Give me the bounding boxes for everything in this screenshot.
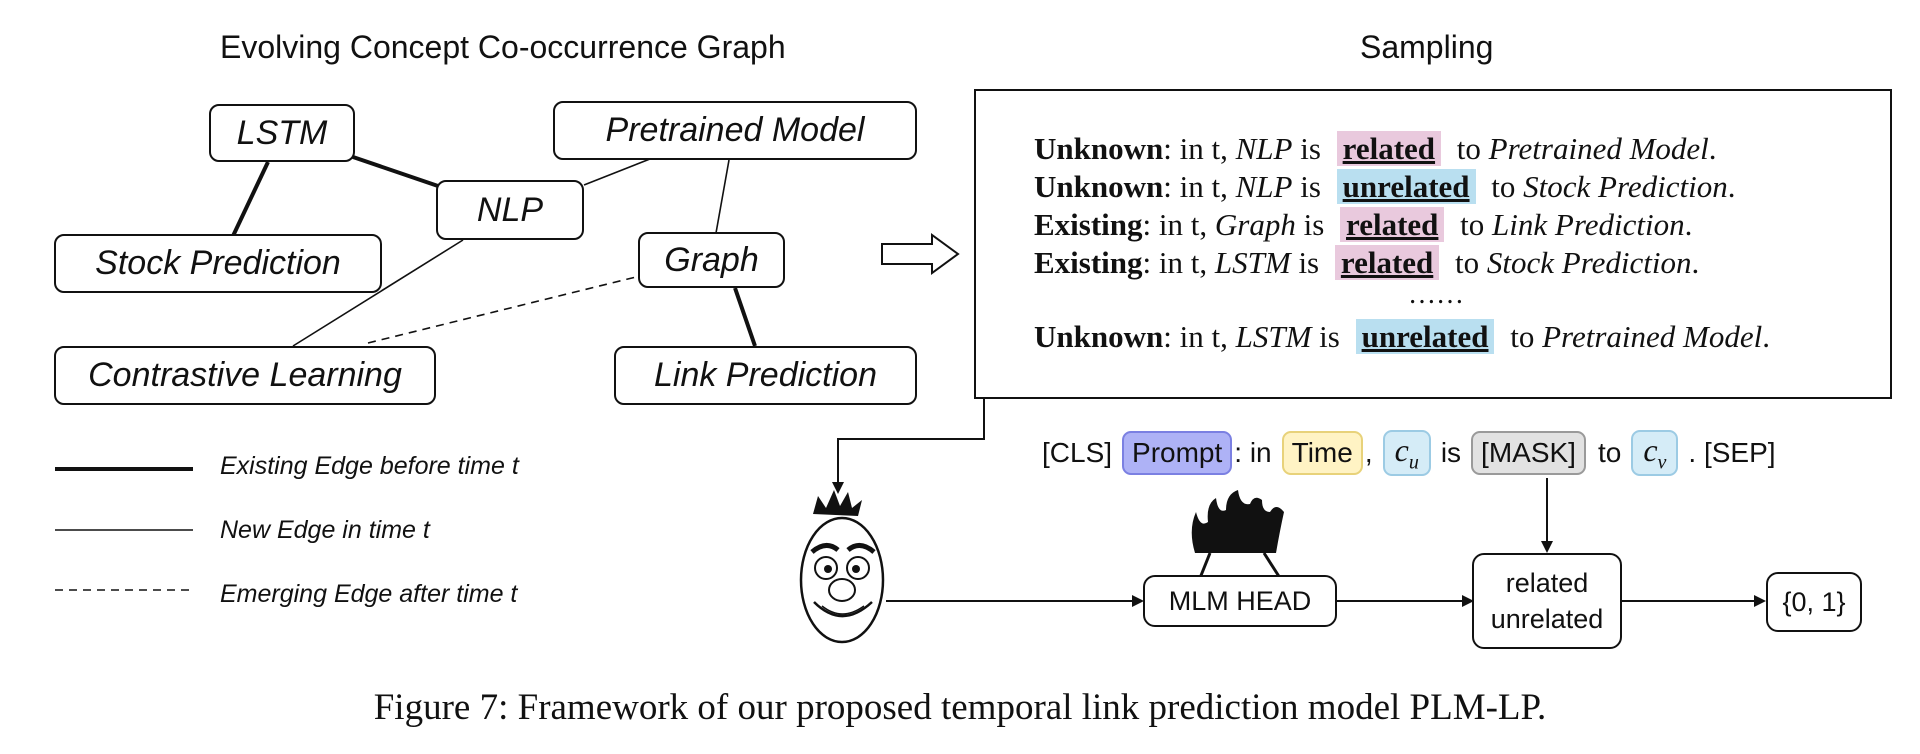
concept-u-chip: cu	[1382, 429, 1431, 477]
mlm-hair-icon	[1191, 490, 1284, 579]
prompt-chip: Prompt	[1122, 431, 1233, 475]
template-to-text: to	[1597, 437, 1622, 468]
edge-lstm-nlp	[352, 155, 439, 188]
template-comma: ,	[1364, 437, 1373, 468]
hollow-arrow	[881, 233, 960, 275]
sample-line: Unknown: in t, NLP is unrelated to Stock…	[1034, 169, 1736, 204]
sample-line: Existing: in t, Graph is related to Link…	[1034, 207, 1693, 242]
sep-token: . [SEP]	[1688, 437, 1776, 468]
answer-box: related unrelated	[1472, 553, 1622, 649]
unrelated-tag: unrelated	[1336, 169, 1476, 204]
edge-contrastive-graph	[367, 275, 641, 344]
node-contrastive-learning: Contrastive Learning	[54, 346, 436, 405]
template-is-text: is	[1440, 437, 1462, 468]
answer-unrelated: unrelated	[1490, 604, 1604, 634]
sampling-title: Sampling	[1360, 29, 1494, 65]
node-lstm: LSTM	[209, 104, 355, 162]
node-nlp: NLP	[436, 180, 584, 240]
node-pretrained-model: Pretrained Model	[553, 101, 917, 160]
legend-emerging-edge: Emerging Edge after time t	[220, 580, 518, 608]
edge-pretrained-graph	[715, 159, 730, 234]
mask-chip: [MASK]	[1471, 431, 1586, 475]
cls-token: [CLS]	[1042, 437, 1113, 468]
related-tag: related	[1336, 131, 1442, 166]
edge-lstm-stock	[231, 161, 270, 237]
output-box: {0, 1}	[1766, 572, 1862, 632]
edge-nlp-pretrained	[583, 156, 656, 186]
arrow-sampling-to-bert	[832, 399, 985, 494]
sample-ellipsis: ……	[1408, 279, 1464, 310]
related-tag: related	[1340, 207, 1445, 242]
sample-line: Unknown: in t, NLP is related to Pretrai…	[1034, 131, 1717, 166]
node-link-prediction: Link Prediction	[614, 346, 917, 405]
prompt-template: [CLS] Prompt : in Time , cu is [MASK] to…	[1038, 428, 1780, 478]
time-chip: Time	[1281, 431, 1363, 475]
graph-title: Evolving Concept Co-occurrence Graph	[220, 29, 786, 65]
sample-line: Existing: in t, LSTM is related to Stock…	[1034, 245, 1700, 280]
answer-related: related	[1505, 568, 1589, 598]
unrelated-tag: unrelated	[1355, 319, 1495, 354]
sampling-box: Unknown: in t, NLP is related to Pretrai…	[974, 89, 1892, 399]
node-graph: Graph	[638, 232, 785, 288]
concept-v-chip: cv	[1631, 429, 1679, 477]
legend-existing-edge: Existing Edge before time t	[220, 452, 519, 480]
edge-nlp-contrastive	[292, 239, 464, 347]
mlm-head-box: MLM HEAD	[1143, 575, 1337, 627]
legend-new-edge: New Edge in time t	[220, 516, 430, 544]
edge-graph-link	[733, 287, 757, 347]
bert-face-icon	[799, 490, 885, 644]
figure-caption: Figure 7: Framework of our proposed temp…	[373, 687, 1547, 728]
node-stock-prediction: Stock Prediction	[54, 234, 382, 293]
template-in-text: : in	[1234, 437, 1272, 468]
sample-line: Unknown: in t, LSTM is unrelated to Pret…	[1034, 319, 1770, 354]
related-tag: related	[1334, 245, 1440, 280]
